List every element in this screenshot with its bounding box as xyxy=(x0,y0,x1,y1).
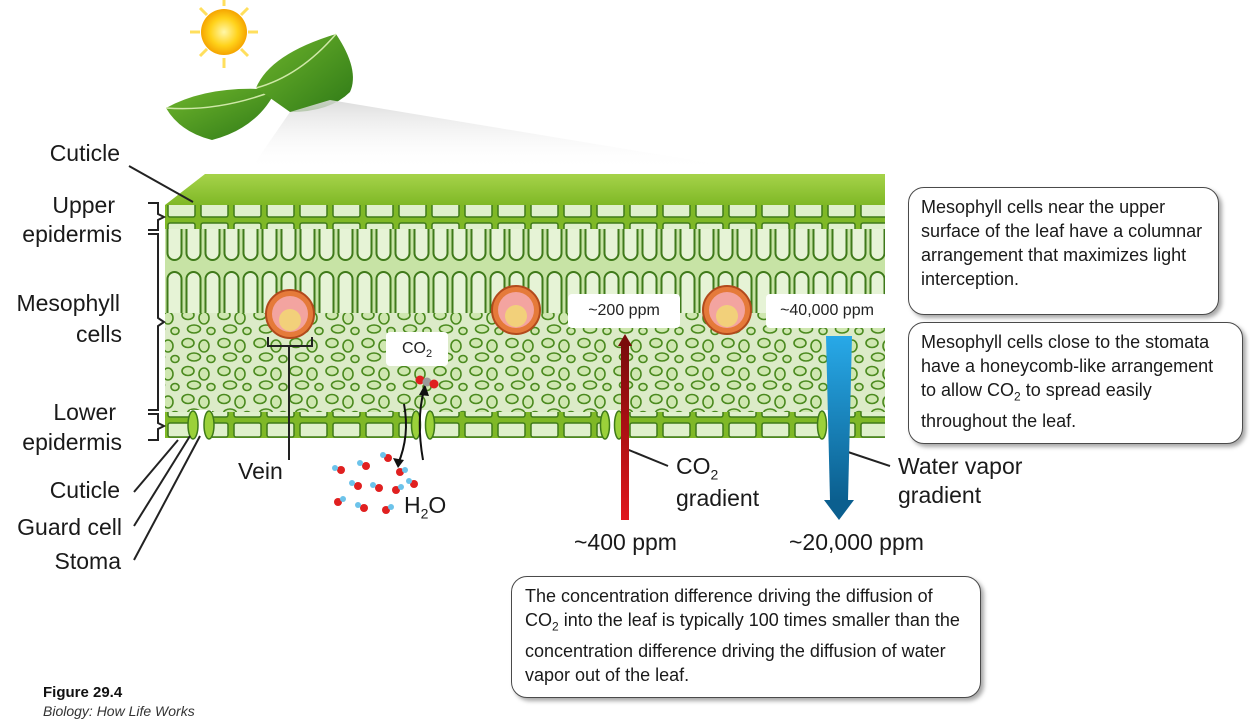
label-co2-gradient-line2: gradient xyxy=(676,485,760,511)
ppm-40000-box: ~40,000 ppm xyxy=(766,294,888,328)
callout-bottom-subscript: 2 xyxy=(552,619,559,634)
ppm-200-box: ~200 ppm xyxy=(568,294,680,328)
label-mesophyll-line2: cells xyxy=(75,321,122,347)
callout-lower-text-a: Mesophyll cells close to the stomata hav… xyxy=(921,332,1214,400)
co2-label-subscript: 2 xyxy=(425,348,433,361)
callout-upper-mesophyll: Mesophyll cells near the upper surface o… xyxy=(908,187,1219,315)
callout-bottom-text-b: into the leaf is typically 100 times sma… xyxy=(525,610,960,685)
leaves-icon xyxy=(165,33,353,140)
h2o-o: O xyxy=(428,492,447,518)
gas-exchange-arrows xyxy=(393,384,429,468)
label-cuticle-bottom: Cuticle xyxy=(49,477,120,503)
zoom-beam xyxy=(250,100,740,170)
callout-lower-subscript: 2 xyxy=(1014,389,1021,404)
figure-source: Biology: How Life Works xyxy=(43,703,195,719)
figure-number: Figure 29.4 xyxy=(43,684,123,701)
label-ppm-20000: ~20,000 ppm xyxy=(789,529,924,555)
co2-gradient-text: CO xyxy=(676,453,711,479)
label-stoma: Stoma xyxy=(54,548,121,574)
label-lower-epidermis-line2: epidermis xyxy=(22,429,122,455)
co2-label-text: CO xyxy=(401,340,426,357)
co2-label-box: CO2 xyxy=(386,332,448,366)
label-vein: Vein xyxy=(238,458,283,484)
pointer-lines xyxy=(128,165,891,561)
label-guard-cell: Guard cell xyxy=(17,514,122,540)
label-mesophyll-line1: Mesophyll xyxy=(16,290,120,316)
co2-gradient-subscript: 2 xyxy=(710,466,719,483)
lower-epidermis-layer xyxy=(165,412,885,438)
sun-icon xyxy=(190,0,258,68)
leaf-top-surface xyxy=(165,174,885,205)
label-cuticle-top: Cuticle xyxy=(49,140,120,166)
co2-molecule-icon xyxy=(415,375,439,389)
label-ppm-400: ~400 ppm xyxy=(574,529,677,555)
h2o-subscript: 2 xyxy=(420,505,429,522)
water-vapor-gradient-arrow xyxy=(824,336,854,520)
callout-bottom-text-a: The concentration difference driving the… xyxy=(525,586,933,630)
water-molecules-icon xyxy=(332,452,418,514)
label-h2o: H2O xyxy=(404,491,446,529)
callout-lower-text-b: to spread easily throughout the leaf. xyxy=(921,380,1152,431)
layer-brackets xyxy=(148,202,167,441)
label-water-gradient-line1: Water vapor xyxy=(898,453,1023,479)
label-upper-epidermis-line1: Upper xyxy=(52,192,115,218)
callout-lower-mesophyll: Mesophyll cells close to the stomata hav… xyxy=(908,322,1243,444)
label-upper-epidermis-line2: epidermis xyxy=(22,221,122,247)
upper-epidermis-layer xyxy=(165,205,885,229)
vein-bundles xyxy=(265,285,752,339)
label-lower-epidermis-line1: Lower xyxy=(53,399,116,425)
callout-concentration-difference: The concentration difference driving the… xyxy=(511,576,981,698)
label-water-gradient-line2: gradient xyxy=(898,482,982,508)
co2-gradient-arrow xyxy=(618,334,632,520)
label-co2-gradient-line1: CO2 xyxy=(676,452,718,490)
h2o-h: H xyxy=(404,492,421,518)
